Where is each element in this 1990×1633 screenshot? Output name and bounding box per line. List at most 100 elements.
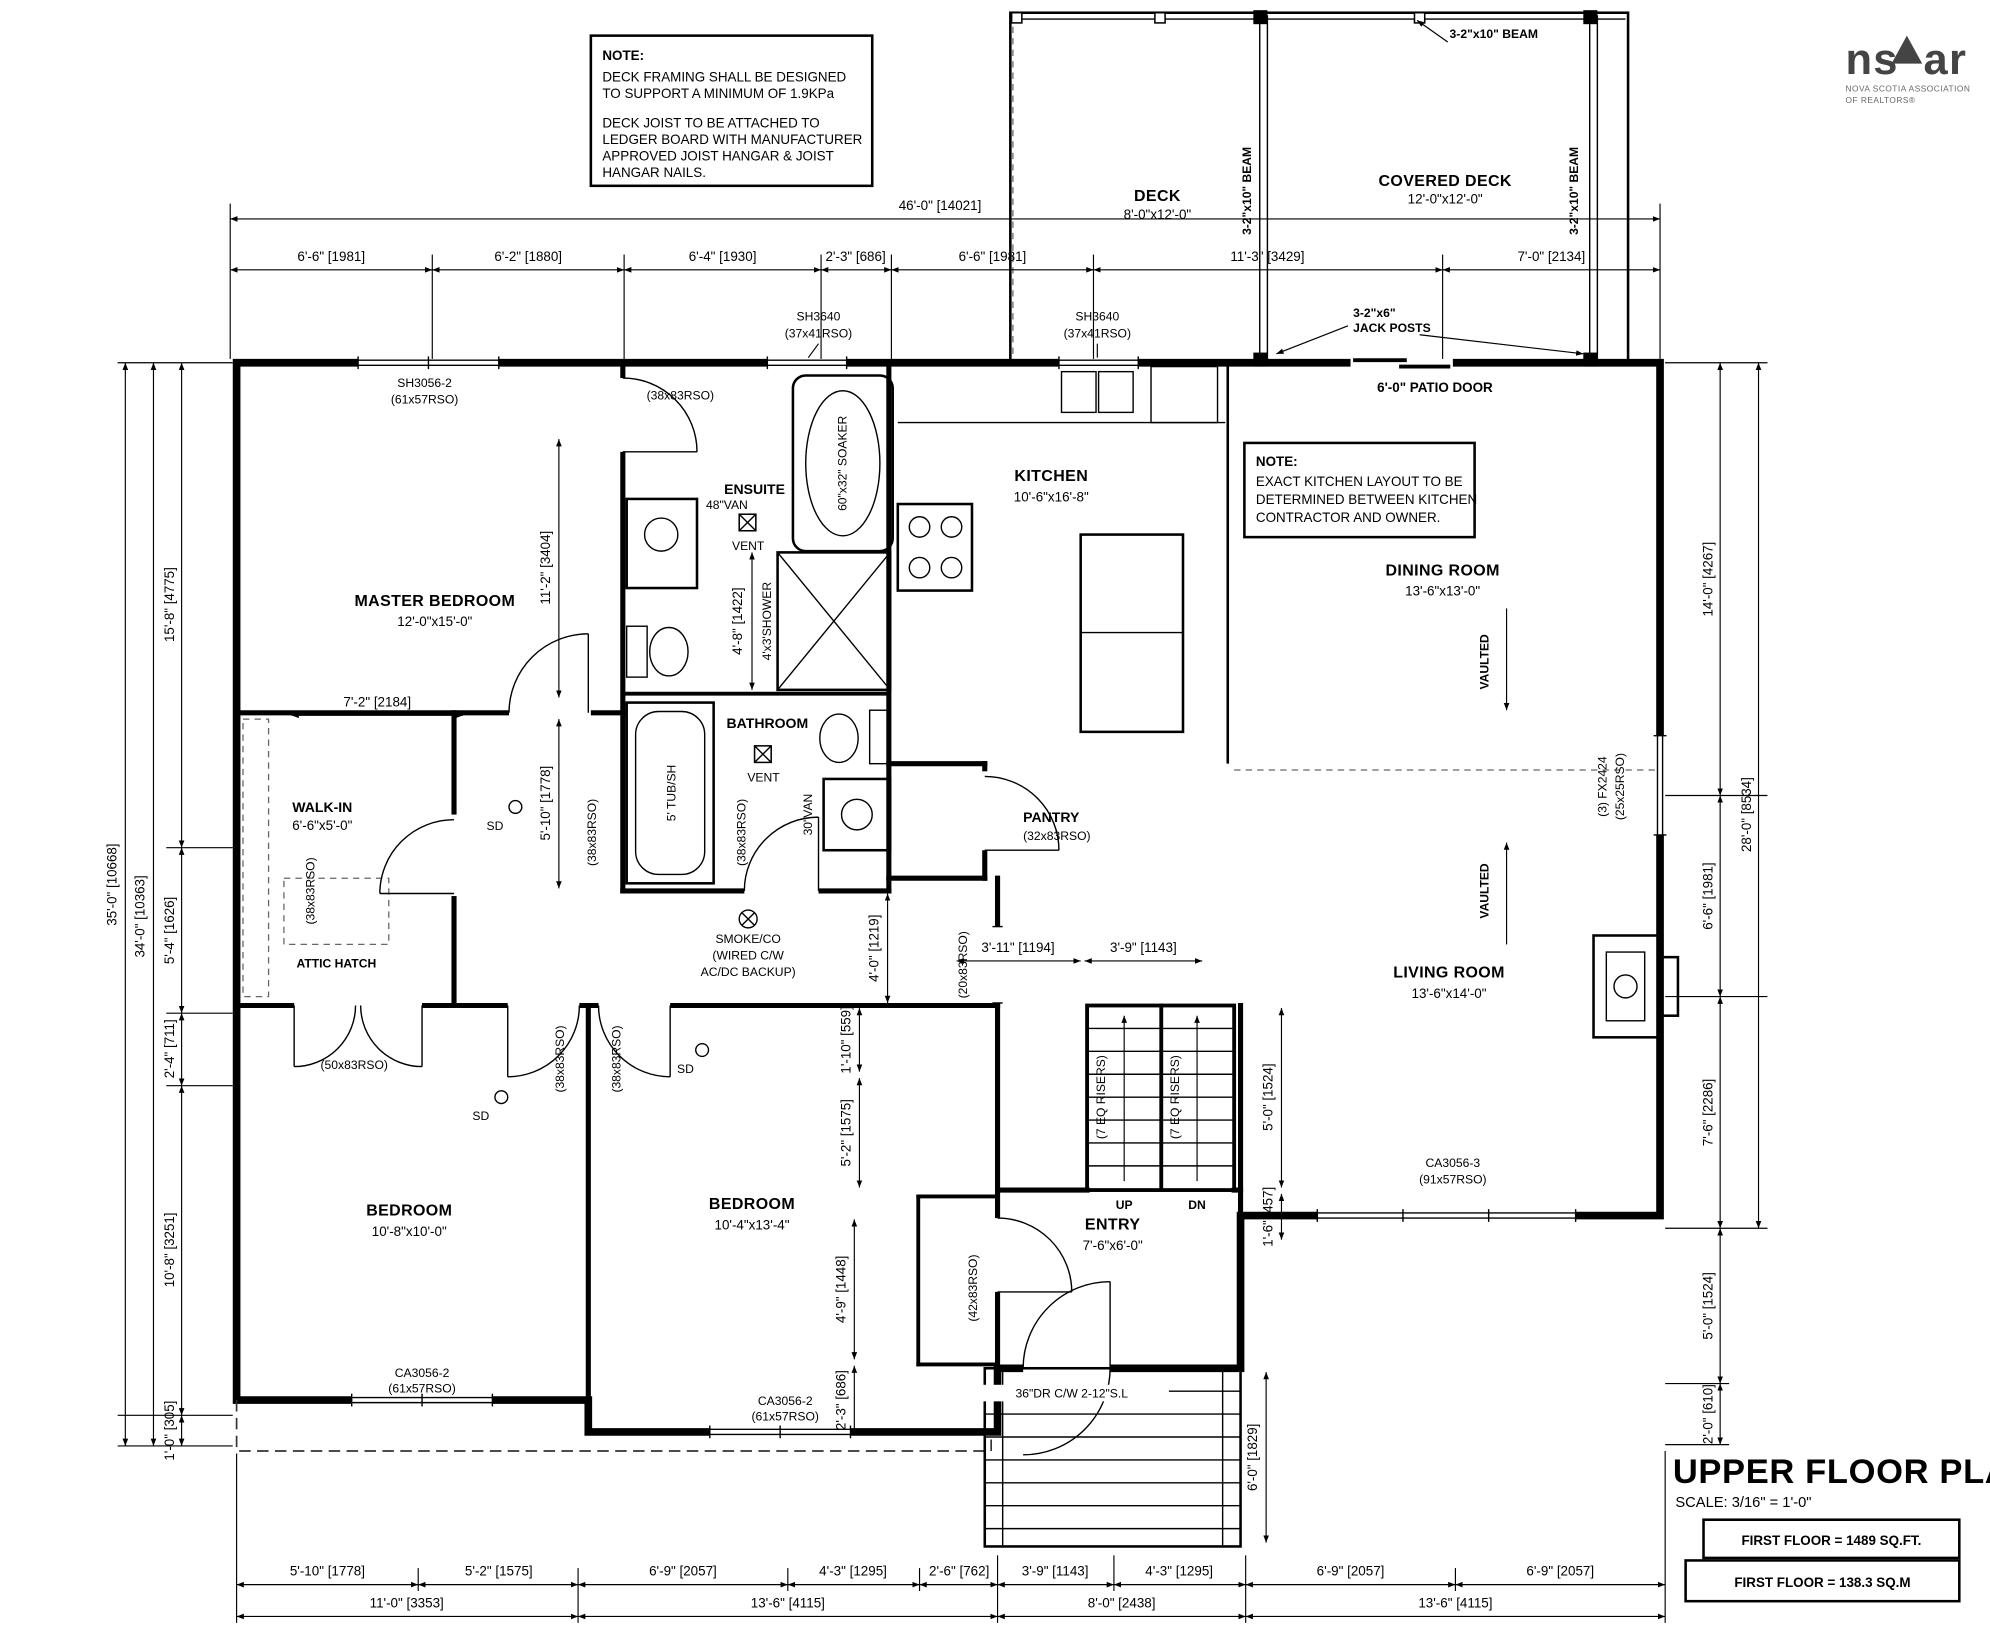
deck-post-small xyxy=(1010,11,1023,24)
patio-door-opening xyxy=(1350,357,1453,369)
covered-deck-label: COVERED DECK xyxy=(1379,173,1512,190)
bath-toilet xyxy=(819,709,889,765)
ensuite-door-rso: (38x83RSO) xyxy=(647,389,714,403)
smoke-detector-bedroom3: SD xyxy=(677,1042,710,1076)
dim-left-total: 35'-0" [10668] xyxy=(104,843,119,925)
dim-bottom-total-1: 13'-6" [4115] xyxy=(751,1596,825,1611)
ca3056-3-rso: (91x57RSO) xyxy=(1419,1173,1486,1187)
deck-note-line: TO SUPPORT A MINIMUM OF 1.9KPa xyxy=(602,86,834,101)
sh3640-label-1: SH3640 xyxy=(797,310,841,324)
deck-note-line: DECK FRAMING SHALL BE DESIGNED xyxy=(602,69,846,84)
kitchen-size: 10'-6"x16'-8" xyxy=(1014,490,1089,505)
stairs-dn-label: DN xyxy=(1188,1198,1206,1212)
living-room-size: 13'-6"x14'-0" xyxy=(1412,986,1487,1001)
living-room-label: LIVING ROOM xyxy=(1393,965,1505,982)
smoke-co-detector: SMOKE/CO (WIRED C/W AC/DC BACKUP) xyxy=(701,909,796,979)
front-door-label: 36"DR C/W 2-12"S.L xyxy=(1015,1387,1128,1401)
entry-closet-door xyxy=(992,1217,1073,1293)
patio-door-label: 6'-0" PATIO DOOR xyxy=(1377,380,1493,395)
bath-vent: VENT xyxy=(747,745,780,784)
dim-3-11: 3'-11" [1194] xyxy=(981,940,1054,955)
kitchen-island xyxy=(1079,533,1185,734)
dim-6-0: 6'-0" [1829] xyxy=(1245,1424,1260,1491)
walkin-shelving-dashed xyxy=(242,718,270,998)
bath-vanity: 30"VAN xyxy=(801,777,892,852)
room-labels: MASTER BEDROOM 12'-0"x15'-0" ENSUITE KIT… xyxy=(292,468,1510,1253)
kitchen-note-line: EXACT KITCHEN LAYOUT TO BE xyxy=(1256,474,1463,489)
ensuite-door xyxy=(617,377,698,453)
bathroom-label: BATHROOM xyxy=(727,715,809,731)
deck-beam-left-label: 3-2"x10" BEAM xyxy=(1240,147,1254,235)
bath-tub: 5' TUB/SH xyxy=(625,701,715,885)
van48-label: 48"VAN xyxy=(706,498,748,512)
dim-right-0: 14'-0" [4267] xyxy=(1700,542,1715,617)
dim-left-0: 15'-8" [4775] xyxy=(162,567,177,642)
walkin-label: WALK-IN xyxy=(292,799,352,815)
entry-size: 7'-6"x6'-0" xyxy=(1083,1238,1143,1253)
vaulted-label-dining: VAULTED xyxy=(1478,634,1492,690)
fixtures: 60"x32" SOAKER 48"VAN VENT 4'x3'SHOWER 5… xyxy=(472,365,1226,1123)
dim-5-2: 5'-2" [1575] xyxy=(838,1099,853,1166)
dim-5-10: 5'-10" [1778] xyxy=(538,766,553,841)
dining-room-size: 13'-6"x13'-0" xyxy=(1405,584,1480,599)
kitchen-sink xyxy=(1060,370,1134,414)
dim-4-9: 4'-9" [1448] xyxy=(833,1256,848,1323)
dim-top-5: 11'-3" [3429] xyxy=(1230,249,1304,264)
bedroom3-size: 10'-4"x13'-4" xyxy=(714,1218,789,1233)
deck-note-line: APPROVED JOIST HANGAR & JOIST xyxy=(602,148,833,163)
nsar-logo: ns ar NOVA SCOTIA ASSOCIATION OF REALTOR… xyxy=(1845,35,1970,105)
dim-right-4: 2'-0" [610] xyxy=(1700,1384,1715,1444)
soaker-label: 60"x32" SOAKER xyxy=(836,415,850,510)
sh3056-label: SH3056-2 xyxy=(397,376,452,390)
logo-sub1: NOVA SCOTIA ASSOCIATION xyxy=(1845,84,1970,94)
pantry-door xyxy=(979,771,1060,851)
dim-left-inner: 34'-0" [10363] xyxy=(132,875,147,957)
sh3056-rso: (61x57RSO) xyxy=(391,393,458,407)
dim-4-0: 4'-0" [1219] xyxy=(867,915,882,982)
front-porch-steps: 36"DR C/W 2-12"S.L xyxy=(974,1366,1242,1548)
dim-3-9: 3'-9" [1143] xyxy=(1110,940,1177,955)
area-sqft: FIRST FLOOR = 1489 SQ.FT. xyxy=(1741,1533,1921,1548)
ca3056-2-rso-1: (61x57RSO) xyxy=(388,1381,455,1395)
master-bedroom-size: 12'-0"x15'-0" xyxy=(397,614,472,629)
plan-title: UPPER FLOOR PLAN xyxy=(1673,1453,1990,1491)
walkin-size: 6'-6"x5'-0" xyxy=(292,818,352,833)
bedroom2-door-rso: (38x83RSO) xyxy=(553,1025,567,1092)
dim-bottom-1: 5'-2" [1575] xyxy=(465,1564,533,1579)
deck-area: 3-2"x10" BEAM 3-2"x10" BEAM 3-2"x10" BEA… xyxy=(1009,10,1630,395)
window-ensuite-top xyxy=(766,356,848,370)
attic-hatch-dashed xyxy=(283,877,390,946)
window-master xyxy=(357,356,500,370)
logo-roof-icon xyxy=(1891,35,1923,64)
dim-bottom-3: 4'-3" [1295] xyxy=(819,1564,887,1579)
smoke-detector-hall: SD xyxy=(487,799,523,833)
kitchen-note-box: NOTE: EXACT KITCHEN LAYOUT TO BE DETERMI… xyxy=(1243,441,1477,539)
fx2424-rso: (25x25RSO) xyxy=(1613,753,1627,820)
dim-bottom-total-0: 11'-0" [3353] xyxy=(370,1596,444,1611)
kitchen-note-line: DETERMINED BETWEEN KITCHEN xyxy=(1256,492,1477,507)
dim-right-total: 28'-0" [8534] xyxy=(1739,777,1754,852)
smoke-label-1: SMOKE/CO xyxy=(715,932,780,946)
dim-bottom-6: 4'-3" [1295] xyxy=(1145,1564,1213,1579)
dim-top-6: 7'-0" [2134] xyxy=(1517,249,1585,264)
bedroom3-door-rso: (38x83RSO) xyxy=(609,1025,623,1092)
deck-post-small xyxy=(1154,11,1166,24)
bedroom3-door xyxy=(597,1000,671,1078)
sh3640-rso-2: (37x41RSO) xyxy=(1064,326,1131,340)
dim-top-3: 2'-3" [686] xyxy=(825,249,885,264)
dim-bottom-5: 3'-9" [1143] xyxy=(1022,1564,1089,1579)
opening-labels: SH3056-2 (61x57RSO) (38x83RSO) SH3640 (3… xyxy=(304,310,1628,1424)
shower-label: 4'x3'SHOWER xyxy=(760,582,774,661)
deck-note-title: NOTE: xyxy=(602,48,644,63)
closet-doors-rso: (50x83RSO) xyxy=(321,1058,388,1072)
bedroom3-label: BEDROOM xyxy=(709,1196,795,1213)
bathroom-door xyxy=(743,816,820,897)
smoke-label-3: AC/DC BACKUP) xyxy=(701,965,796,979)
kitchen-range xyxy=(896,502,974,592)
title-block: UPPER FLOOR PLAN SCALE: 3/16" = 1'-0" FI… xyxy=(1673,1453,1990,1603)
deck-beam-right-label: 3-2"x10" BEAM xyxy=(1567,147,1581,235)
dim-4-8: 4'-8" [1422] xyxy=(730,587,745,654)
deck-post xyxy=(1583,10,1598,25)
smoke-detector-bedroom2: SD xyxy=(472,1090,509,1123)
